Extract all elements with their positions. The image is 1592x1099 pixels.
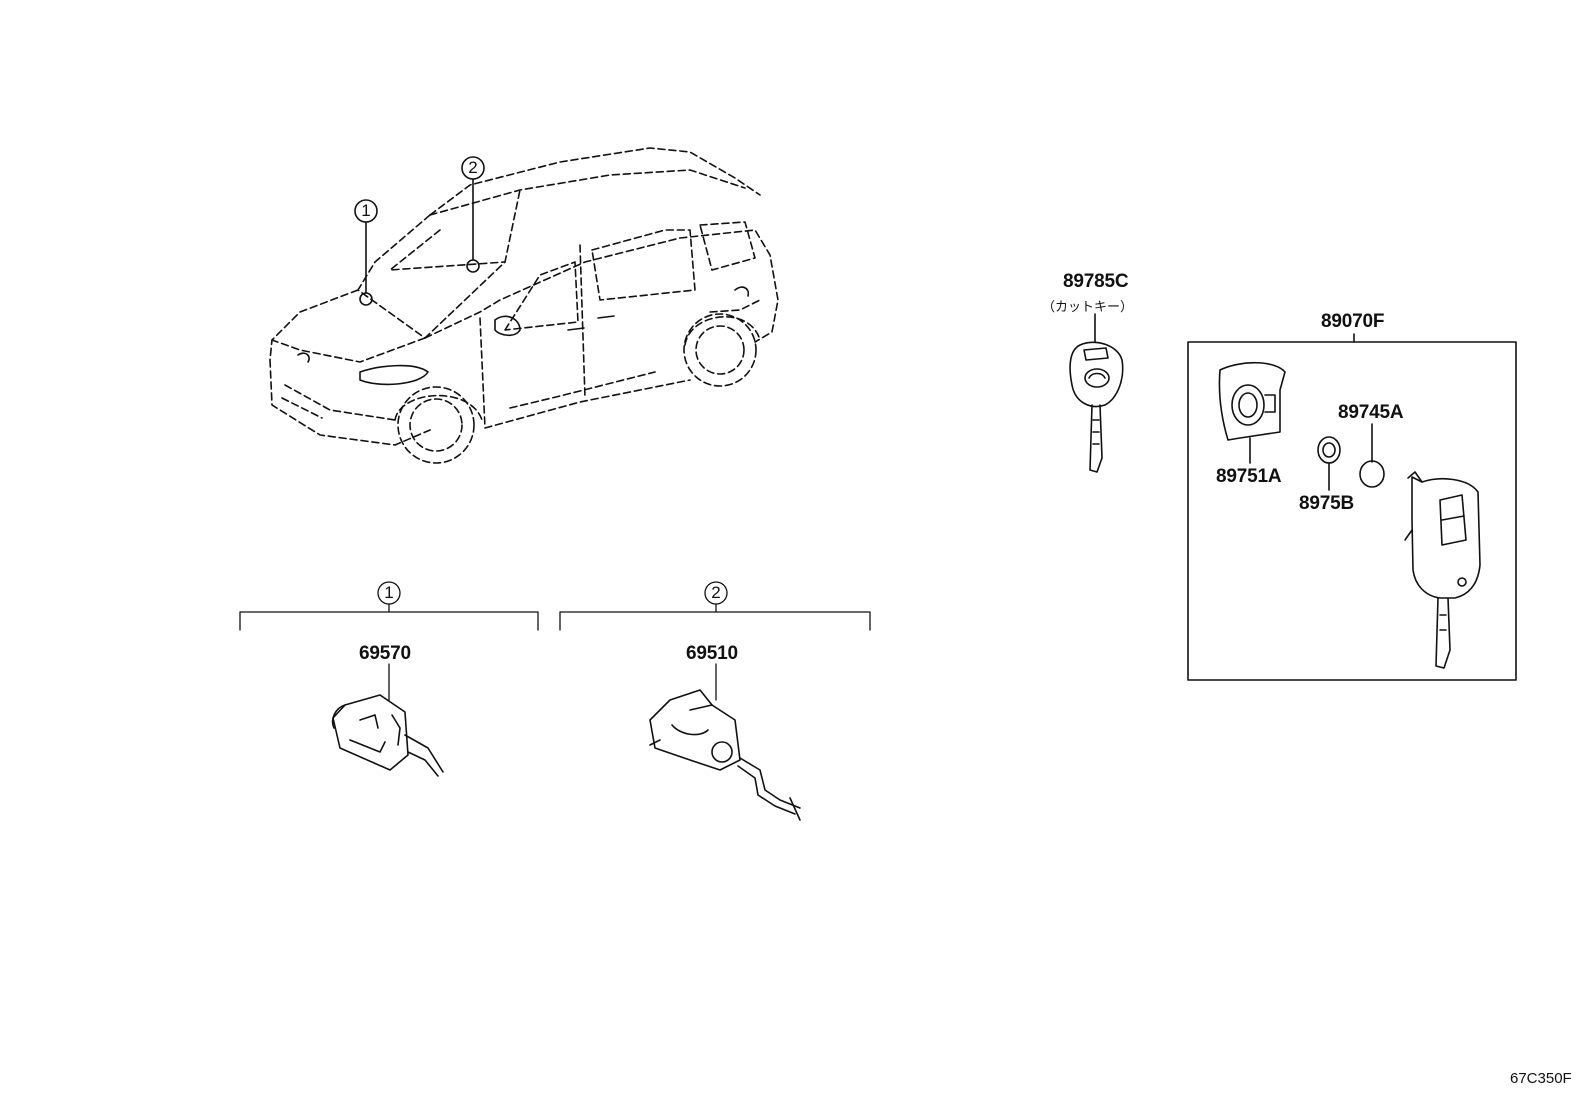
part-69570-drawing <box>331 694 444 777</box>
part-label-89070f: 89070F <box>1321 311 1385 332</box>
part-label-89785c: 89785C <box>1063 271 1129 292</box>
car-callout-leaders <box>354 156 485 306</box>
part-label-89751a: 89751A <box>1216 466 1282 487</box>
part-label-89745a: 89745A <box>1338 402 1404 423</box>
part-89751a-drawing <box>1218 361 1286 464</box>
group-2-bracket <box>559 581 871 701</box>
drawing-code: 67C350F <box>1510 1070 1572 1087</box>
vehicle-illustration <box>269 147 779 464</box>
flip-key-drawing <box>1404 471 1481 669</box>
part-label-8975b: 8975B <box>1299 493 1354 514</box>
car-callout-2: 2 <box>468 158 478 177</box>
car-callout-1: 1 <box>361 201 371 220</box>
part-69510-drawing <box>649 689 801 821</box>
part-8975b-drawing <box>1317 436 1341 491</box>
vehicle-details <box>297 286 750 386</box>
part-label-69510: 69510 <box>686 643 738 664</box>
group-1-callout: 1 <box>384 583 394 602</box>
key-89785c-drawing <box>1069 313 1124 473</box>
part-89745a-drawing <box>1359 423 1385 488</box>
group-1-bracket <box>239 581 539 701</box>
group-2-callout: 2 <box>711 583 721 602</box>
kit-89070f-box <box>1187 333 1517 681</box>
part-label-69570: 69570 <box>359 643 411 664</box>
part-note-89785c: （カットキー） <box>1042 300 1134 315</box>
